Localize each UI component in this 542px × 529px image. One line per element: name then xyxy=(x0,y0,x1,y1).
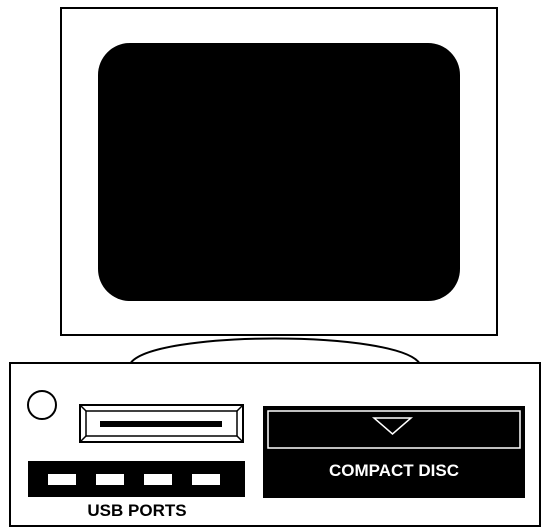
monitor-stand xyxy=(130,339,420,365)
card-slot[interactable] xyxy=(80,405,243,442)
usb-port[interactable] xyxy=(48,474,76,485)
compact-disc-label: COMPACT DISC xyxy=(329,461,459,480)
cd-drive[interactable]: COMPACT DISC xyxy=(263,406,525,498)
usb-port[interactable] xyxy=(96,474,124,485)
usb-ports-label: USB PORTS xyxy=(87,501,186,520)
card-slot-opening xyxy=(100,421,222,427)
usb-port[interactable] xyxy=(192,474,220,485)
power-button-icon[interactable] xyxy=(28,391,56,419)
usb-port[interactable] xyxy=(144,474,172,485)
monitor-screen xyxy=(98,43,460,301)
cd-tray[interactable] xyxy=(268,411,520,448)
